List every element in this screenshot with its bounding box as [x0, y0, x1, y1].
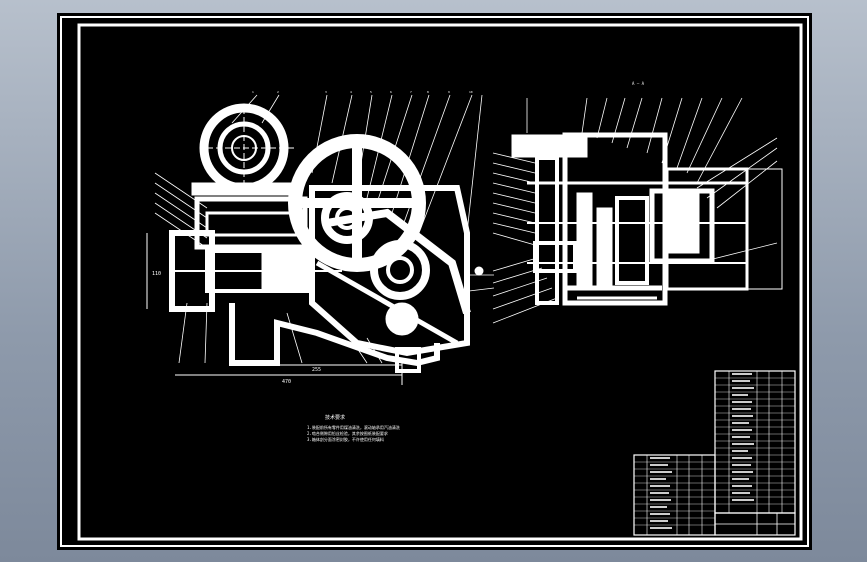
outer-frame: [60, 16, 809, 547]
svg-text:5: 5: [370, 90, 372, 94]
front-view: 1 2 3 4 5 6 7 8 9 10: [146, 90, 495, 385]
dim-total: 470: [282, 379, 291, 385]
drawing-sheet: 1 2 3 4 5 6 7 8 9 10 110 255 470: [57, 13, 812, 550]
technical-requirements: 技术要求 1.装配前所有零件用煤油清洗，滚动轴承用汽油清洗 2.啮合侧隙用铅丝检…: [307, 414, 400, 442]
side-view: [492, 97, 783, 324]
section-label: A — A: [632, 81, 645, 86]
inner-frame: [77, 23, 803, 541]
tech-req-line-1: 1.装配前所有零件用煤油清洗，滚动轴承用汽油清洗: [307, 424, 400, 430]
title-block: [714, 512, 796, 536]
svg-text:7: 7: [410, 90, 412, 94]
svg-text:2: 2: [277, 90, 279, 94]
svg-text:1: 1: [252, 90, 254, 94]
svg-text:10: 10: [469, 90, 473, 94]
dim-mid: 255: [312, 367, 321, 373]
dim-height: 110: [152, 271, 161, 277]
svg-text:6: 6: [390, 90, 392, 94]
svg-text:9: 9: [448, 90, 450, 94]
tech-req-line-2: 2.啮合侧隙用铅丝检验，其余按图纸装配要求: [307, 430, 388, 436]
parts-list-2: [633, 454, 716, 536]
parts-list: [714, 370, 796, 514]
svg-text:3: 3: [325, 90, 327, 94]
tech-req-title: 技术要求: [325, 414, 345, 421]
svg-text:8: 8: [427, 90, 429, 94]
svg-text:4: 4: [350, 90, 352, 94]
tech-req-line-3: 3.箱体剖分面涂密封胶，不许使用任何填料: [307, 436, 384, 442]
